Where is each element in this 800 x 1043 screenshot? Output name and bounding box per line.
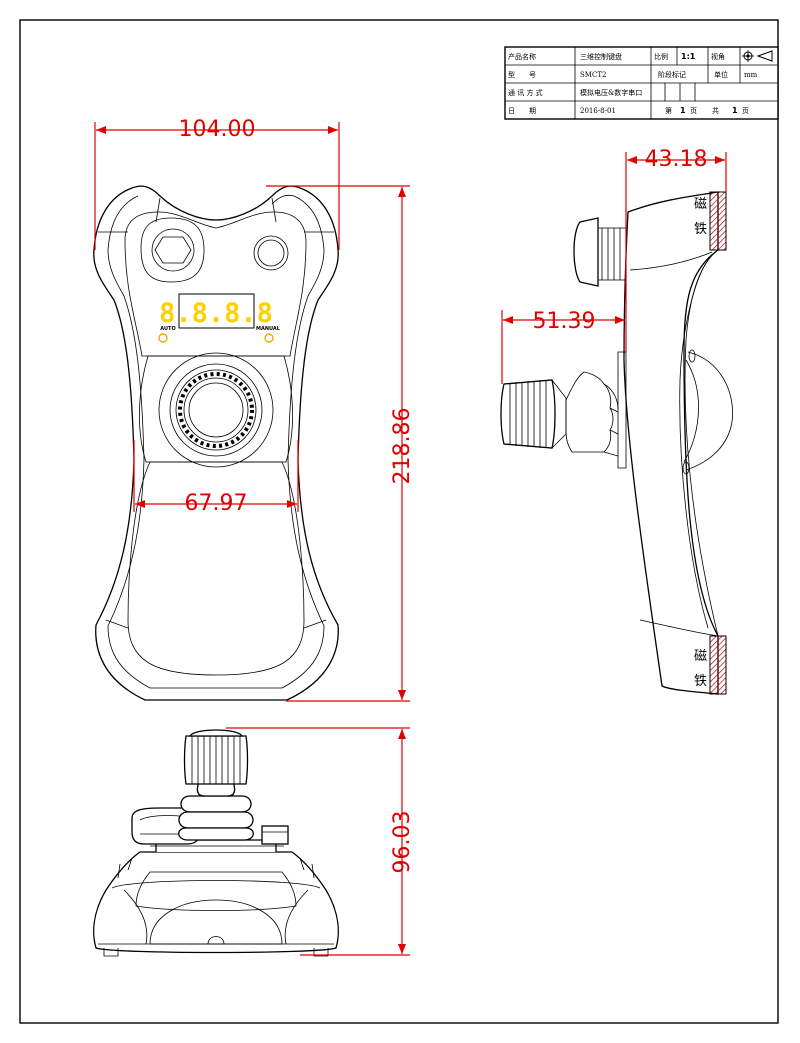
model-value: SMCT2: [580, 71, 606, 79]
date-value: 2016-8-01: [580, 107, 616, 115]
front-view-dimensions: 104.00 218.86 67.97: [94, 117, 415, 702]
comm-label: 通 讯 方 式: [508, 88, 543, 97]
right-button-icon: [253, 235, 289, 271]
total-number: 1: [732, 106, 738, 115]
elevation-right-button: [261, 825, 289, 845]
comm-value: 模拟电压&数字串口: [580, 88, 642, 97]
unit-label: 单位: [714, 70, 728, 79]
magnet-label-top-1: 磁: [694, 197, 707, 212]
view-label: 视角: [711, 52, 725, 61]
model-label: 型 号: [508, 70, 536, 79]
front-joystick-panel: [139, 355, 293, 463]
dim-overall-width: 104.00: [179, 117, 256, 142]
scale-value: 1:1: [681, 52, 696, 61]
product-name-value: 三维控制键盘: [580, 52, 622, 61]
dim-base-height: 96.03: [390, 811, 415, 874]
front-outer-body: [93, 185, 339, 701]
elevation-bellows-icon: [178, 779, 254, 841]
manual-led-icon: [264, 333, 274, 343]
front-view: 8.8.8.8 AUTO MANUAL: [93, 185, 339, 701]
left-button-housing: [140, 217, 205, 283]
led-display-digits: 8.8.8.8: [159, 298, 273, 329]
elevation-base-cavity: [149, 899, 283, 945]
front-inner-rim: [107, 194, 325, 689]
drawing-frame: [19, 19, 779, 1024]
magnet-label-bottom-2: 铁: [694, 674, 707, 689]
dim-overall-height: 218.86: [390, 408, 415, 485]
unit-value: mm: [744, 71, 758, 79]
sheet-prefix: 第: [665, 106, 672, 115]
front-palm-rest: [127, 461, 305, 676]
side-view: 磁 铁 磁 铁: [500, 191, 734, 695]
magnet-label-bottom-1: 磁: [694, 649, 707, 664]
sheet-unit: 页: [690, 107, 697, 115]
auto-led-label: AUTO: [160, 326, 175, 332]
elevation-base: [93, 851, 339, 954]
left-button-icon: [151, 228, 195, 272]
elevation-knob-icon: [183, 729, 249, 785]
side-ball-dome: [685, 351, 734, 471]
magnet-top: [709, 191, 727, 251]
elevation-dimensions: 96.03: [226, 727, 415, 956]
joystick-top-icon: [158, 352, 274, 468]
manual-led-label: MANUAL: [256, 326, 281, 332]
led-display: [178, 293, 255, 329]
front-top-panel: [124, 211, 307, 357]
projection-symbol-icon: [742, 50, 773, 62]
total-unit: 页: [742, 107, 749, 115]
date-label: 日 期: [508, 107, 536, 115]
side-joystick-knob-icon: [500, 351, 627, 469]
magnet-label-top-2: 铁: [694, 222, 707, 237]
auto-led-icon: [158, 333, 168, 343]
dim-side-depth-stick: 51.39: [533, 309, 596, 334]
sheet-number: 1: [680, 106, 686, 115]
side-view-dimensions: 43.18 51.39: [501, 147, 727, 384]
elevation-view: [93, 729, 339, 957]
side-small-knob-icon: [573, 217, 627, 287]
dim-inner-width: 67.97: [185, 491, 248, 516]
title-block: 产品名称 三维控制键盘 比例 1:1 视角 型 号 SMCT2 阶段标记 单位 …: [504, 46, 779, 120]
total-prefix: 共: [712, 106, 719, 115]
scale-label: 比例: [654, 52, 668, 61]
product-name-label: 产品名称: [508, 52, 536, 61]
magnet-bottom: [709, 635, 727, 695]
dim-side-depth-top: 43.18: [645, 147, 708, 172]
stage-label: 阶段标记: [658, 70, 686, 79]
